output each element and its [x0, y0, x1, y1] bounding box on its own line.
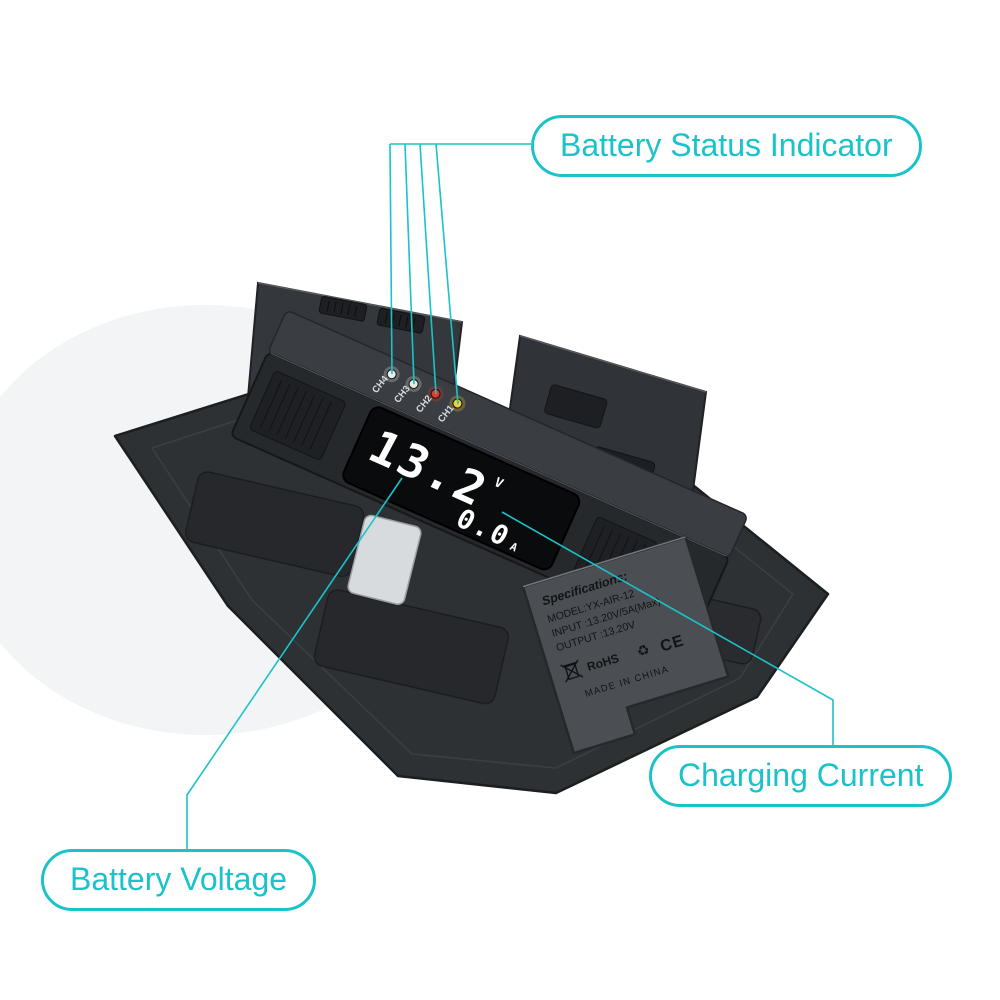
- spec-panel-highlight: [522, 536, 686, 588]
- right-flap-edge-highlight: [519, 335, 707, 393]
- pin-connector: [249, 371, 346, 460]
- battery-connector-slot: [376, 308, 426, 334]
- annotation-line-voltage: [186, 477, 403, 849]
- annotation-line-ch3: [404, 143, 415, 385]
- channel-led: [386, 369, 397, 380]
- spec-label-flap: Specifications: MODEL:YX-AIR-12 INPUT :1…: [521, 535, 730, 755]
- flap-cutout: [544, 384, 608, 429]
- annotation-line-ch1: [435, 143, 459, 405]
- ce-mark: CE: [658, 632, 686, 655]
- battery-bay: [313, 589, 510, 705]
- body-bevel-line: [270, 352, 727, 557]
- callout-charging-current: Charging Current: [649, 745, 953, 807]
- left-flap-edge-highlight: [257, 282, 463, 323]
- recycle-icon: ♻: [635, 641, 652, 660]
- callout-battery-status-indicator: Battery Status Indicator: [531, 115, 922, 177]
- annotation-line-current: [501, 511, 834, 745]
- callout-battery-voltage: Battery Voltage: [41, 849, 317, 911]
- crossed-bin-icon: [560, 659, 584, 683]
- spec-label-panel: [521, 535, 730, 755]
- annotation-line-ch4: [389, 143, 393, 375]
- led-display: [342, 406, 581, 571]
- annotation-line-ch2: [419, 143, 437, 395]
- annotation-lines: [186, 143, 834, 849]
- hinge-slot: [347, 514, 422, 605]
- battery-connector-slot: [318, 296, 368, 322]
